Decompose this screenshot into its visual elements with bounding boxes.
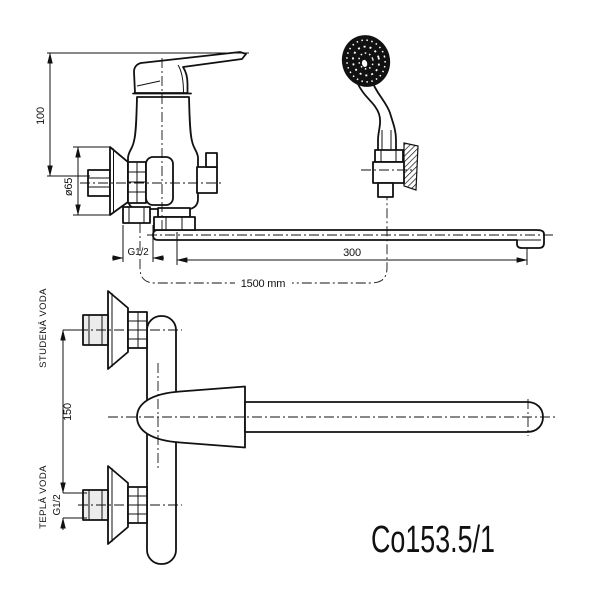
shower-head	[341, 35, 391, 87]
handle-plan	[136, 385, 246, 449]
head-dot-ring-inner	[358, 52, 374, 70]
inlet-union	[122, 206, 151, 224]
head-dot-ring-mid	[351, 45, 381, 77]
dim-thread-label: G1/2	[52, 494, 63, 516]
wall-section	[403, 142, 419, 191]
dim-ext-lines	[63, 329, 87, 519]
lever-neck-line	[177, 64, 184, 94]
dim-spout-300: 300	[176, 232, 528, 265]
grip-inner-lines	[381, 130, 392, 152]
dim-spout-label: 300	[343, 247, 361, 259]
inlet-nut	[122, 206, 151, 224]
dim-thread-label: G1/2	[128, 247, 150, 258]
outlet-block	[196, 166, 218, 194]
label-backing	[235, 274, 292, 287]
thread-rings	[127, 161, 147, 204]
cold-water-label: STUDENÁ VODA	[38, 288, 49, 368]
dim-ext-lines	[47, 52, 249, 177]
side-view: 100 ø65 G1/2 300 1500 mm	[35, 35, 556, 290]
dim-spacing-label: 150	[62, 403, 74, 421]
dim-thread-g12-top: G1/2	[112, 225, 164, 262]
product-code: Co153.5/1	[371, 519, 495, 561]
outlet-nub	[205, 152, 218, 168]
shower-grip	[356, 78, 397, 153]
hot-water-label: TEPLÁ VODA	[38, 465, 49, 529]
bracket-body	[372, 161, 405, 184]
shower-outlet	[196, 152, 218, 194]
cartridge-cover	[145, 156, 174, 206]
dim-hose-1500: 1500 mm	[235, 274, 292, 290]
bracket-pipe	[377, 182, 394, 198]
lever-outline	[133, 51, 247, 94]
flange-cone	[109, 146, 129, 216]
wall-union	[87, 146, 129, 216]
plan-view-centerlines	[78, 329, 557, 506]
rings-lines	[128, 162, 146, 203]
wall-bracket	[372, 142, 419, 198]
dim-flange-label: ø65	[63, 178, 75, 196]
dim-spacing-150: 150 G1/2	[52, 329, 87, 530]
dim-height-100: 100	[35, 52, 249, 177]
union-facets	[165, 217, 183, 230]
dim-flange-65: ø65	[63, 146, 110, 216]
hex-nut-facets	[88, 177, 110, 188]
union-lower	[153, 216, 196, 231]
head-dot-ring-outer	[346, 39, 386, 83]
lever-base-line	[136, 80, 161, 87]
spout-union	[153, 207, 196, 231]
dim-height-label: 100	[35, 107, 47, 125]
head-center-hole	[361, 59, 368, 67]
hand-shower	[341, 35, 419, 198]
dim-hose-label: 1500 mm	[241, 278, 285, 290]
spout-side	[152, 229, 545, 249]
lever-handle	[132, 51, 247, 95]
union-upper	[157, 207, 191, 218]
holder-ring	[374, 149, 404, 163]
plan-view: 150 G1/2 STUDENÁ VODA TEPLÁ VODA	[38, 288, 557, 565]
holder-ring-lines	[380, 150, 397, 162]
inlet-nut-facets	[128, 207, 145, 223]
